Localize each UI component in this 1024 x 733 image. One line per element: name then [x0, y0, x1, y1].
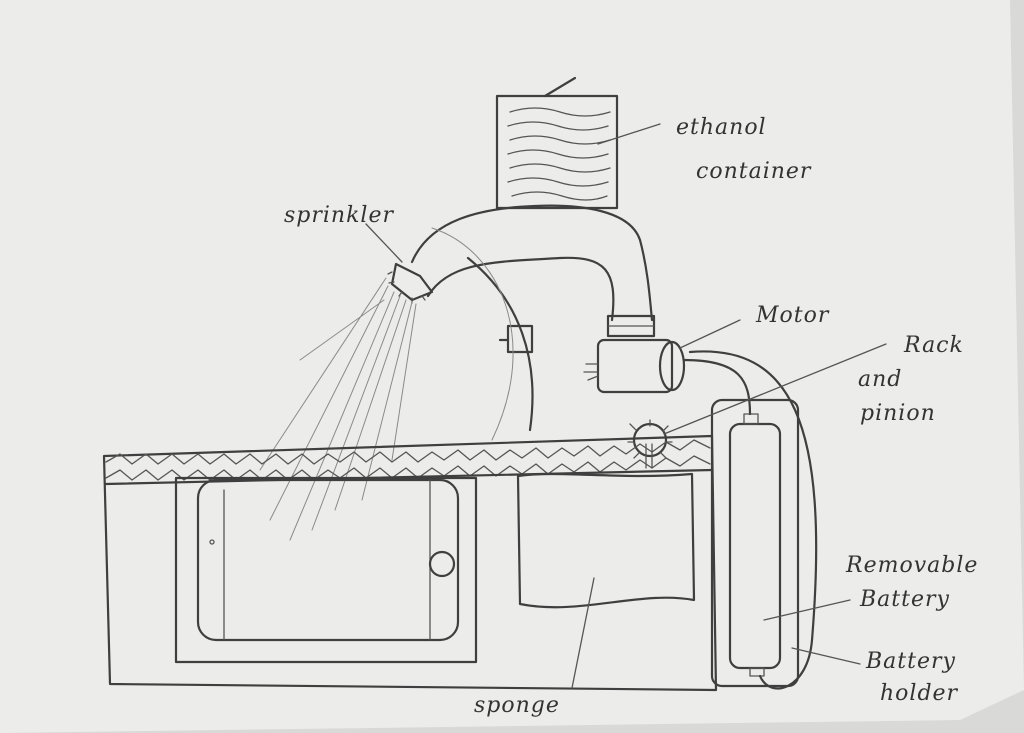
label-battery-line2: Battery: [859, 587, 950, 612]
label-motor: Motor: [755, 303, 830, 328]
label-ethanol-line1: ethanol: [676, 115, 767, 140]
label-rack-line1: Rack: [903, 333, 964, 358]
label-rack-line3: pinion: [860, 401, 936, 426]
label-sponge: sponge: [474, 693, 560, 718]
label-sprinkler: sprinkler: [284, 203, 394, 228]
label-ethanol-line2: container: [696, 159, 812, 184]
label-holder-line2: holder: [880, 681, 959, 706]
label-holder-line1: Battery: [865, 649, 956, 674]
label-rack-line2: and: [858, 367, 902, 392]
label-battery-line1: Removable: [845, 553, 978, 578]
